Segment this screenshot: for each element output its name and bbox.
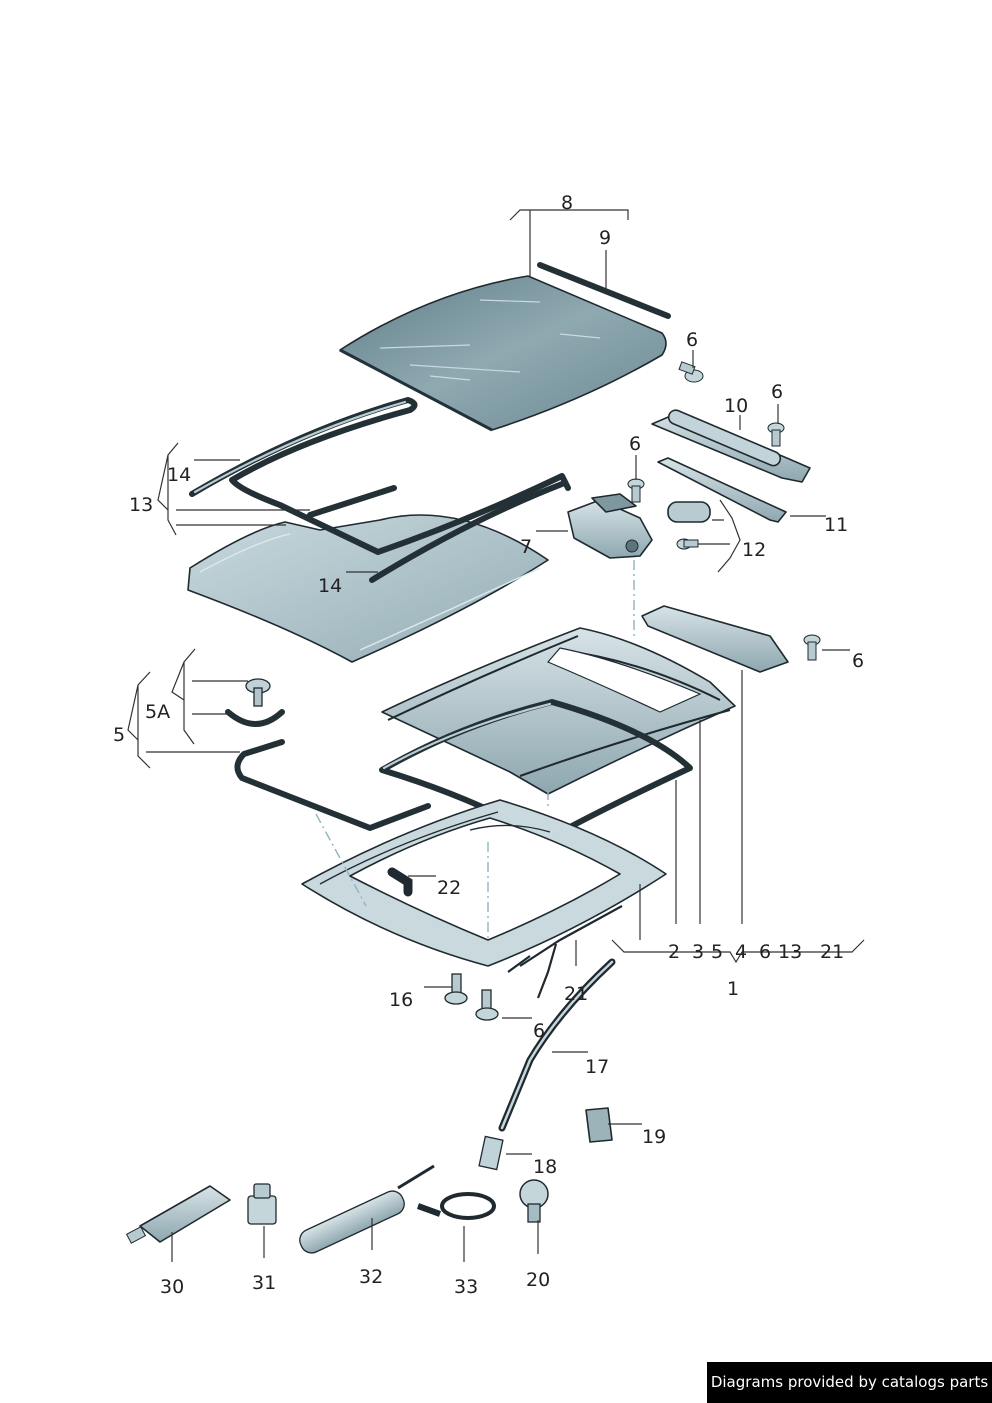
label-31: 31	[252, 1272, 276, 1294]
sunroof-frame	[381, 627, 736, 795]
seal-channel-5	[234, 739, 431, 831]
leader-lines	[127, 209, 865, 1262]
credit-banner: Diagrams provided by catalogs parts	[707, 1362, 992, 1403]
label-9: 9	[599, 227, 611, 249]
screw-5a	[245, 678, 271, 707]
clip-5a	[225, 709, 285, 727]
inner-trim-panel	[187, 514, 549, 663]
seal-14-lower	[369, 481, 565, 583]
label-32: 32	[359, 1266, 383, 1288]
label-12: 12	[742, 539, 766, 561]
label-5A: 5A	[145, 701, 170, 723]
label-33: 33	[454, 1276, 478, 1298]
label-11: 11	[824, 514, 848, 536]
label-7: 7	[520, 536, 532, 558]
guide-rail-10	[651, 409, 811, 483]
drain-hose-17-highlight	[500, 960, 614, 1130]
label-30: 30	[160, 1276, 184, 1298]
label-6-motor: 6	[629, 433, 641, 455]
sunroof-motor	[567, 493, 653, 559]
label-6-group: 6	[759, 941, 771, 963]
label-21-group: 21	[820, 941, 844, 963]
clamp-20	[519, 1179, 549, 1223]
screw-16	[444, 973, 468, 1005]
label-13: 13	[129, 494, 153, 516]
label-6-bottom: 6	[533, 1020, 545, 1042]
alignment-line-2	[315, 813, 367, 907]
cover-cap-12	[667, 501, 711, 523]
label-5: 5	[113, 724, 125, 746]
front-seal-strip	[537, 262, 671, 319]
bottom-frame	[301, 799, 667, 967]
screw-12	[676, 538, 699, 550]
label-17: 17	[585, 1056, 609, 1078]
grease-tube-30	[125, 1185, 231, 1244]
screw-6-plate	[803, 634, 821, 661]
label-22: 22	[437, 877, 461, 899]
sealant-cartridge-32	[299, 1164, 435, 1254]
label-10: 10	[724, 395, 748, 417]
label-6-glass: 6	[686, 329, 698, 351]
label-6-plate: 6	[852, 650, 864, 672]
screw-6-motor	[627, 478, 645, 503]
label-13-group: 13	[778, 941, 802, 963]
label-21: 21	[564, 983, 588, 1005]
label-8: 8	[561, 192, 573, 214]
label-3: 3	[692, 941, 704, 963]
wiring-harness-21	[507, 905, 623, 999]
seal-strip-mid	[307, 485, 397, 518]
drain-hose-17	[498, 958, 616, 1132]
bracket-19	[585, 1107, 613, 1143]
screw-6-bottom	[475, 989, 499, 1021]
seal-14-upper	[189, 397, 571, 555]
label-14-top: 14	[167, 464, 191, 486]
label-1: 1	[727, 978, 739, 1000]
support-plate	[641, 605, 789, 673]
label-19: 19	[642, 1126, 666, 1148]
cable-tie-33	[416, 1192, 496, 1220]
label-5-group: 5	[711, 941, 723, 963]
glass-panel	[339, 275, 667, 432]
bracket-11	[657, 457, 787, 523]
label-14-bottom: 14	[318, 575, 342, 597]
hose-connector-18	[478, 1135, 504, 1171]
label-2: 2	[668, 941, 680, 963]
frame-seal-loop-highlight	[382, 702, 552, 770]
seal-14-upper-highlight	[193, 400, 407, 494]
sealant-pot-31	[247, 1183, 277, 1225]
drain-elbow-22	[387, 867, 413, 897]
label-6-rail: 6	[771, 381, 783, 403]
label-4: 4	[735, 941, 747, 963]
screw-6-top	[678, 361, 704, 383]
part-labels: 8 9 6 6 10 6 11 12 7 6 14 13 14 5A 5 22 …	[113, 192, 864, 1298]
label-20: 20	[526, 1269, 550, 1291]
label-16: 16	[389, 989, 413, 1011]
label-18: 18	[533, 1156, 557, 1178]
screw-6-rail	[767, 422, 785, 447]
